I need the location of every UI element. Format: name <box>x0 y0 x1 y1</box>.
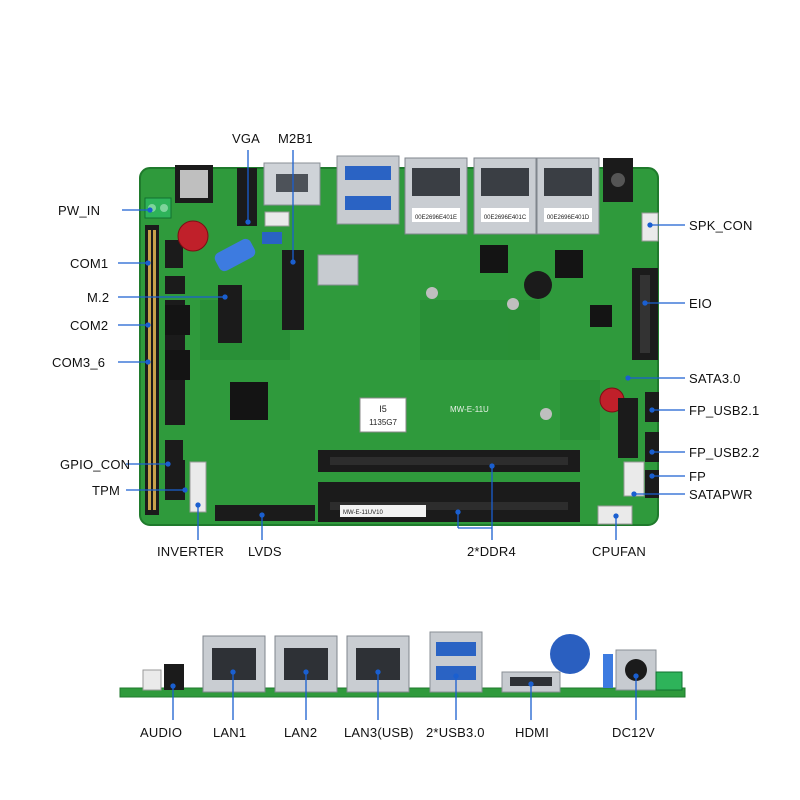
cpu-line-1: I5 <box>379 404 387 414</box>
label-com2: COM2 <box>70 318 109 333</box>
pw-in-terminal <box>144 197 172 219</box>
label-lvds: LVDS <box>248 544 282 559</box>
label-m2b1: M2B1 <box>278 131 313 146</box>
vga-header <box>237 168 257 226</box>
m2-slot <box>218 285 242 343</box>
cpu-line-2: 1135G7 <box>369 418 397 427</box>
label-lan1: LAN1 <box>213 725 247 740</box>
label-hdmi: HDMI <box>515 725 550 740</box>
lan-tag-3: 00E2696E401D <box>547 215 590 221</box>
lan-tag-2: 00E2696E401C <box>484 215 527 221</box>
label-m2: M.2 <box>87 290 110 305</box>
lan-ports-side <box>202 635 410 693</box>
label-spk-con: SPK_CON <box>689 218 753 233</box>
label-lan2: LAN2 <box>284 725 318 740</box>
cpu-label <box>359 397 407 433</box>
board-sticker <box>340 505 426 517</box>
label-dc12v: DC12V <box>612 725 655 740</box>
label-lan3: LAN3(USB) <box>344 725 414 740</box>
blue-capacitor <box>550 634 590 674</box>
lan-ports-top <box>404 157 600 235</box>
label-tpm: TPM <box>92 483 121 498</box>
label-sata30: SATA3.0 <box>689 371 741 386</box>
label-gpio-con: GPIO_CON <box>60 457 131 472</box>
sata-connector <box>618 398 638 458</box>
lvds-header <box>215 505 315 521</box>
label-ddr4: 2*DDR4 <box>467 544 516 559</box>
label-usb30: 2*USB3.0 <box>426 725 485 740</box>
red-capacitor <box>177 220 209 252</box>
callout-lines <box>118 150 685 540</box>
label-satapwr: SATAPWR <box>689 487 753 502</box>
lan-tag-1: 00E2696E401E <box>415 215 457 221</box>
label-fp-usb21: FP_USB2.1 <box>689 403 760 418</box>
board-model: MW-E-11U <box>450 405 489 414</box>
sticker-text: MW-E-11UV10 <box>343 510 383 516</box>
label-cpufan: CPUFAN <box>592 544 646 559</box>
chipset <box>230 382 268 420</box>
label-com3-6: COM3_6 <box>52 355 106 370</box>
label-pw-in: PW_IN <box>58 203 101 218</box>
label-fp-usb22: FP_USB2.2 <box>689 445 760 460</box>
label-fp: FP <box>689 469 707 484</box>
satapwr-connector <box>623 461 645 497</box>
label-eio: EIO <box>689 296 712 311</box>
label-vga: VGA <box>232 131 261 146</box>
label-inverter: INVERTER <box>157 544 225 559</box>
label-com1: COM1 <box>70 256 109 271</box>
audio-jack-side <box>164 664 184 690</box>
label-audio: AUDIO <box>140 725 183 740</box>
m2b1-slot <box>282 250 304 330</box>
